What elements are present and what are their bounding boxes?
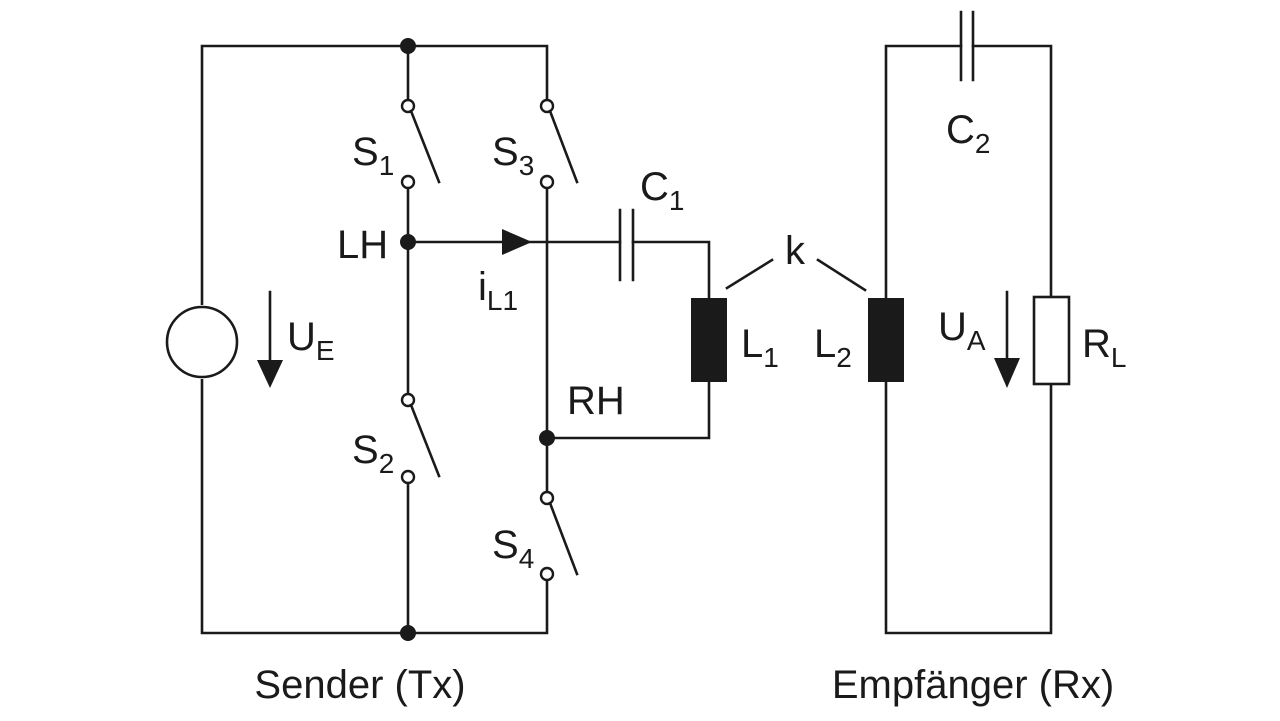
label-l1: L1 [741,322,779,373]
ue-arrow [257,290,283,388]
label-c2: C2 [946,108,990,159]
coupling-line-left [725,258,774,290]
caption-receiver: Empfänger (Rx) [832,663,1114,707]
transmitter-circuit [165,38,727,641]
label-rh: RH [567,379,625,423]
label-il1: iL1 [478,265,518,316]
switch-s1 [400,98,441,190]
rx-wire-top-left [884,44,963,300]
rx-wire-bottom [884,380,1053,635]
inductor-l1 [691,298,727,382]
label-s4: S4 [492,523,534,574]
receiver-circuit [868,10,1071,635]
junction-top [400,38,416,54]
resistor-rl [1032,295,1071,386]
label-coupling-k: k [785,229,806,273]
rh-wire [545,380,711,440]
label-s1: S1 [352,130,394,181]
junction-bottom [400,625,416,641]
switch-s3 [539,98,579,190]
capacitor-c2 [959,10,975,82]
label-lh: LH [337,223,388,267]
rx-wire-top-right [971,44,1053,299]
caption-sender: Sender (Tx) [254,663,465,707]
voltage-source-symbol [165,305,239,379]
label-ue: UE [287,315,335,366]
label-c1: C1 [640,165,684,216]
inductor-l2 [868,298,904,382]
label-s2: S2 [352,428,394,479]
label-l2: L2 [814,322,852,373]
label-rl: RL [1082,322,1126,373]
coupling-line-right [816,258,867,292]
capacitor-c1 [618,208,635,282]
switch-s2 [400,392,441,485]
label-s3: S3 [492,130,534,181]
current-arrow-il1 [502,229,532,255]
ua-arrow [994,290,1020,388]
label-ua: UA [938,305,986,356]
switch-s4 [539,490,579,582]
c1-l1-wire [631,240,711,300]
